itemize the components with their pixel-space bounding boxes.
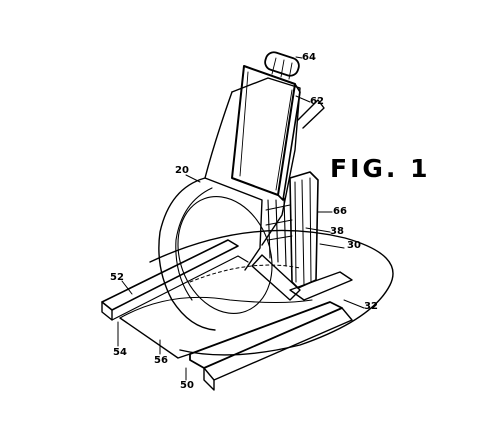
ref-label-50: 50 (180, 380, 194, 391)
ref-label-38: 38 (330, 226, 344, 237)
rail-54 (111, 255, 249, 321)
leader-52 (121, 280, 133, 295)
leader-30 (319, 243, 345, 249)
chair-back-outline (231, 77, 301, 246)
column-base (251, 254, 301, 301)
ref-label-32: 32 (364, 301, 378, 312)
floor-plate (119, 296, 313, 319)
rail-52-edge (101, 301, 113, 321)
headrest (264, 51, 300, 77)
chair-side-ellipse (177, 196, 273, 314)
ref-label-56: 56 (154, 355, 168, 366)
ref-label-66: 66 (333, 206, 347, 217)
rail-32-plate (289, 271, 353, 301)
rail-50-underside (203, 307, 353, 381)
ref-label-62: 62 (310, 96, 324, 107)
base-disc (149, 229, 394, 356)
ref-label-54: 54 (113, 347, 127, 358)
leader-62 (295, 95, 311, 103)
upright-column-lines (294, 177, 312, 286)
ref-label-52: 52 (110, 272, 124, 283)
ref-label-64: 64 (302, 52, 316, 63)
chair-seat (204, 177, 263, 271)
rail-crossbars (265, 204, 293, 241)
chair-side-left (158, 177, 216, 331)
leader-32 (343, 299, 365, 309)
rail-56 (119, 317, 191, 359)
ref-label-30: 30 (347, 240, 361, 251)
leader-20 (185, 174, 201, 183)
seat-back-panel-lines (239, 71, 293, 191)
headrest-detail (271, 57, 293, 80)
side-handle (297, 99, 325, 129)
leader-38 (305, 227, 331, 233)
rail-52 (101, 239, 239, 311)
figure-title: FIG. 1 (330, 154, 431, 183)
leader-64 (295, 56, 303, 59)
rail-50-end (203, 367, 215, 391)
seat-back-panel-edge (277, 83, 301, 201)
chair-back-rear (204, 91, 233, 179)
rail-50 (189, 301, 343, 369)
ref-label-20: 20 (175, 165, 189, 176)
base-disc-inner (189, 264, 301, 283)
